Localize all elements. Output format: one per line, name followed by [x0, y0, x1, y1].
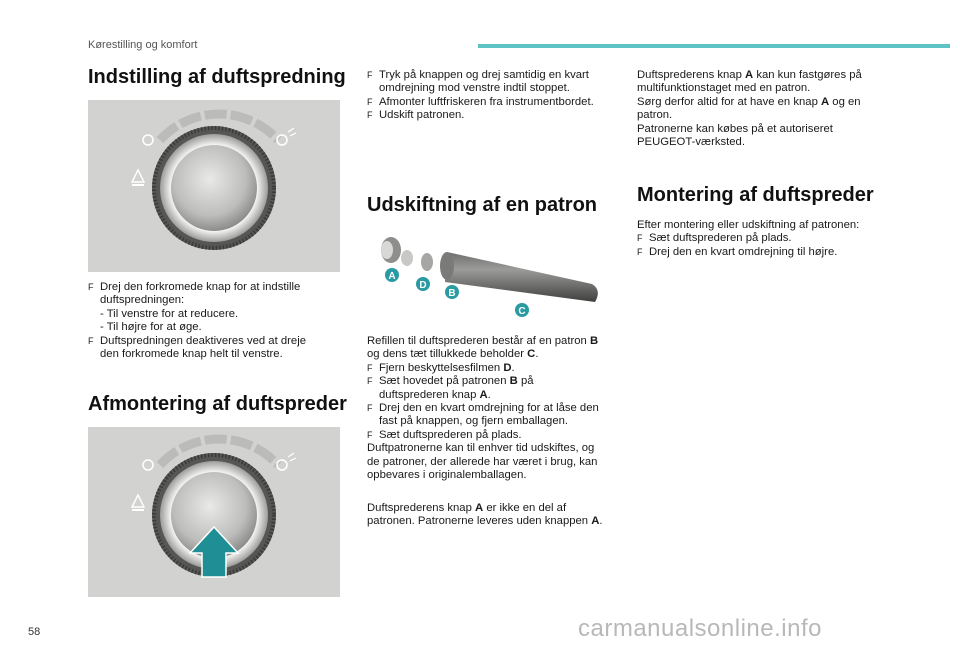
- knob-illustration-remove: [88, 427, 340, 597]
- label-b: B: [445, 285, 459, 299]
- svg-text:C: C: [518, 306, 525, 317]
- push-arrow-icon: [188, 525, 240, 578]
- cartridge-illustration: A D B C: [367, 222, 603, 326]
- knob-note: Duftsprederens knap A kan kun fastgøres …: [637, 69, 862, 149]
- watermark: carmanualsonline.info: [578, 615, 822, 642]
- svg-text:B: B: [448, 288, 455, 299]
- replace-instructions: Refillen til duftsprederen består af en …: [367, 335, 599, 482]
- label-c: C: [515, 303, 529, 317]
- warning-icon: [130, 168, 146, 186]
- section-title-adjust: Indstilling af duftspredning: [88, 66, 346, 88]
- svg-text:A: A: [388, 271, 395, 282]
- section-header: Kørestilling og komfort: [88, 39, 198, 51]
- replace-note: Duftsprederens knap A er ikke en del af …: [367, 502, 603, 528]
- label-a: A: [385, 268, 399, 282]
- mount-instructions: Efter montering eller udskiftning af pat…: [637, 219, 860, 258]
- knob-illustration-adjust: [88, 100, 340, 272]
- section-title-mount: Montering af duftspreder: [637, 184, 874, 206]
- page-number: 58: [28, 626, 41, 638]
- header-accent-bar: [478, 44, 950, 48]
- reduce-icon: [142, 134, 154, 146]
- section-title-replace: Udskiftning af en patron: [367, 194, 597, 216]
- increase-icon: [276, 127, 297, 146]
- label-d: D: [416, 277, 430, 291]
- svg-text:D: D: [419, 280, 426, 291]
- section-title-remove: Afmontering af duftspreder: [88, 393, 347, 415]
